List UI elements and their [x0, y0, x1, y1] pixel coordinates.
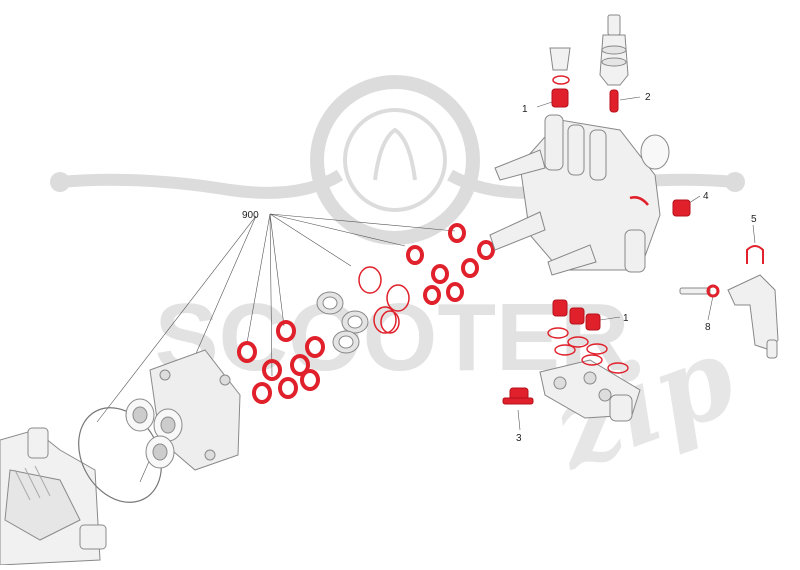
pump-flange — [125, 349, 241, 471]
small-o-ring-red — [706, 284, 720, 298]
callout-1-low: 1 — [623, 313, 629, 324]
callout-2: 2 — [645, 92, 651, 103]
callout-1-top: 1 — [522, 104, 528, 115]
pump-head-manifold — [489, 114, 670, 276]
callout-5: 5 — [751, 214, 757, 225]
retaining-clip-red — [746, 245, 764, 264]
callout-3: 3 — [516, 433, 522, 444]
lower-o-rings-red — [547, 327, 629, 374]
outlet-elbow — [679, 274, 779, 359]
callout-4: 4 — [703, 191, 709, 202]
check-valve-pin-red — [609, 89, 619, 113]
seal-kit-rings — [237, 223, 495, 404]
watermark-ring-outer — [310, 75, 480, 245]
drain-plug-red — [502, 387, 534, 405]
watermark-knob-right — [725, 172, 745, 192]
large-o-ring — [78, 407, 162, 503]
callout-900: 900 — [242, 210, 259, 221]
valve-seals-red — [551, 75, 619, 113]
motor-housing — [0, 427, 107, 566]
watermark-ring-inner — [343, 108, 447, 212]
watermark-flame — [373, 127, 417, 181]
plug-screw-red — [629, 196, 691, 217]
lower-manifold — [539, 359, 641, 422]
valve-insert-red — [551, 88, 569, 108]
watermark-wing-left — [59, 169, 344, 199]
lower-valve-inserts-red — [552, 299, 601, 331]
callout-8: 8 — [705, 322, 711, 333]
watermark-knob-left — [50, 172, 70, 192]
piston-guide-sleeves — [316, 291, 369, 354]
pressure-valve-assembly — [549, 14, 629, 86]
